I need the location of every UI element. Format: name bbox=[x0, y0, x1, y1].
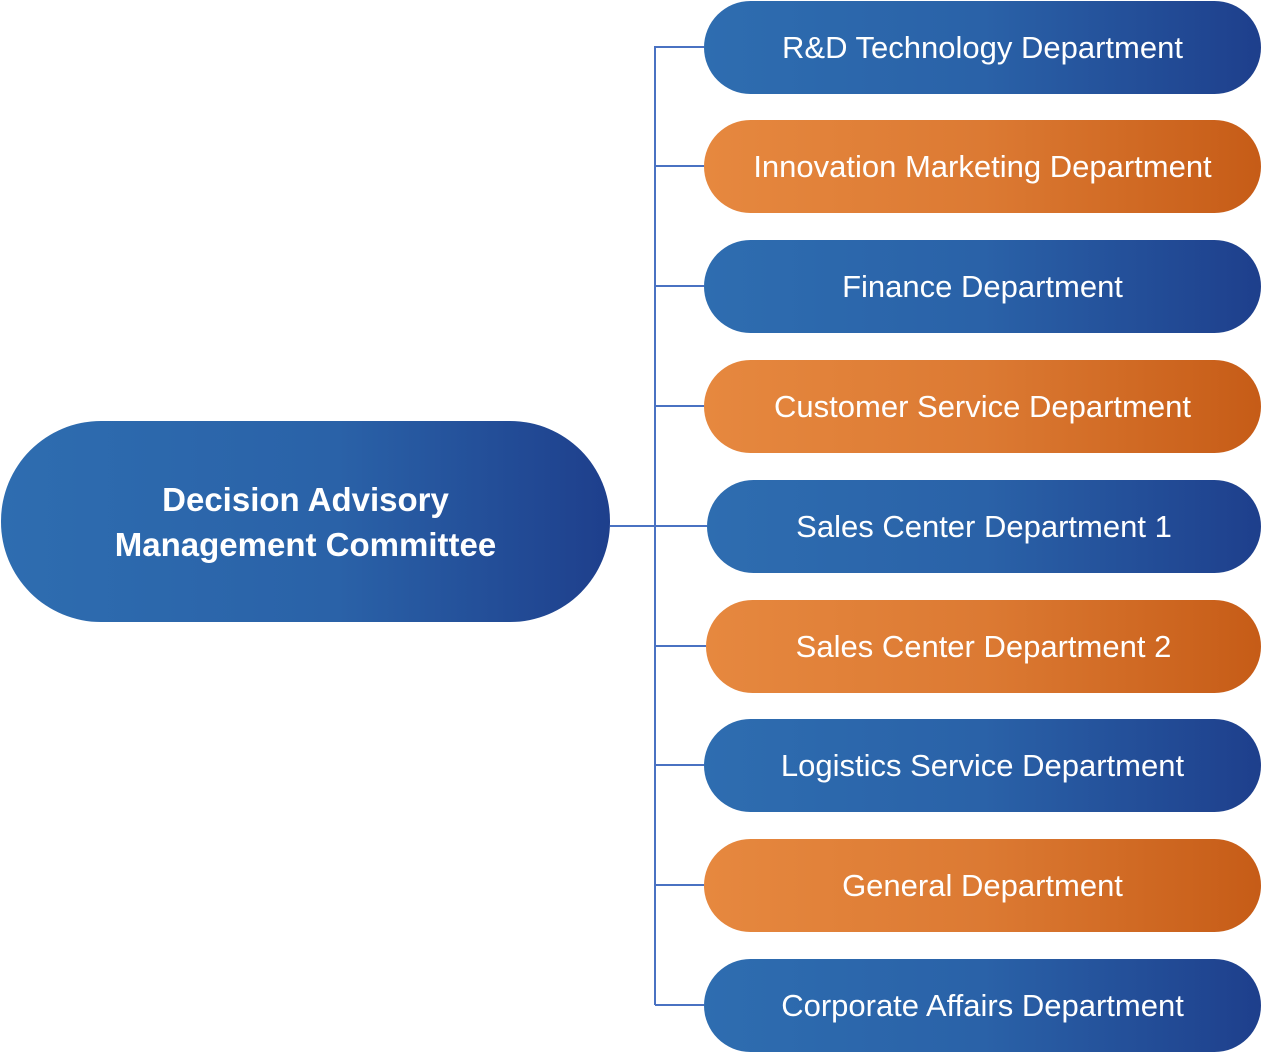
department-label: Corporate Affairs Department bbox=[781, 987, 1184, 1023]
branch-connector bbox=[655, 165, 704, 167]
branch-connector bbox=[655, 405, 704, 407]
department-node: Logistics Service Department bbox=[704, 719, 1261, 812]
department-label: Finance Department bbox=[842, 268, 1123, 304]
department-node: General Department bbox=[704, 839, 1261, 932]
department-label: Customer Service Department bbox=[774, 388, 1191, 424]
department-node: Sales Center Department 1 bbox=[707, 480, 1261, 573]
branch-connector bbox=[655, 884, 704, 886]
department-node: Sales Center Department 2 bbox=[706, 600, 1261, 693]
department-label: R&D Technology Department bbox=[782, 29, 1183, 65]
root-node-label-line2: Management Committee bbox=[114, 525, 497, 563]
department-node: Corporate Affairs Department bbox=[704, 959, 1261, 1052]
department-node: R&D Technology Department bbox=[704, 1, 1261, 94]
department-node: Finance Department bbox=[704, 240, 1261, 333]
root-node-decision-advisory-committee: Decision Advisory Management Committee bbox=[1, 421, 610, 622]
root-connector bbox=[610, 525, 655, 527]
department-node: Innovation Marketing Department bbox=[704, 120, 1261, 213]
branch-connector bbox=[655, 46, 704, 48]
branch-connector bbox=[655, 1004, 704, 1006]
department-label: Sales Center Department 2 bbox=[795, 628, 1172, 664]
branch-connector bbox=[655, 285, 704, 287]
department-label: General Department bbox=[842, 867, 1123, 903]
department-node: Customer Service Department bbox=[704, 360, 1261, 453]
department-label: Logistics Service Department bbox=[780, 747, 1185, 783]
department-label: Sales Center Department 1 bbox=[796, 508, 1172, 544]
branch-connector bbox=[655, 764, 704, 766]
branch-connector bbox=[655, 525, 707, 527]
root-node-label-line1: Decision Advisory bbox=[162, 480, 449, 518]
department-label: Innovation Marketing Department bbox=[753, 148, 1212, 184]
branch-connector bbox=[655, 645, 706, 647]
